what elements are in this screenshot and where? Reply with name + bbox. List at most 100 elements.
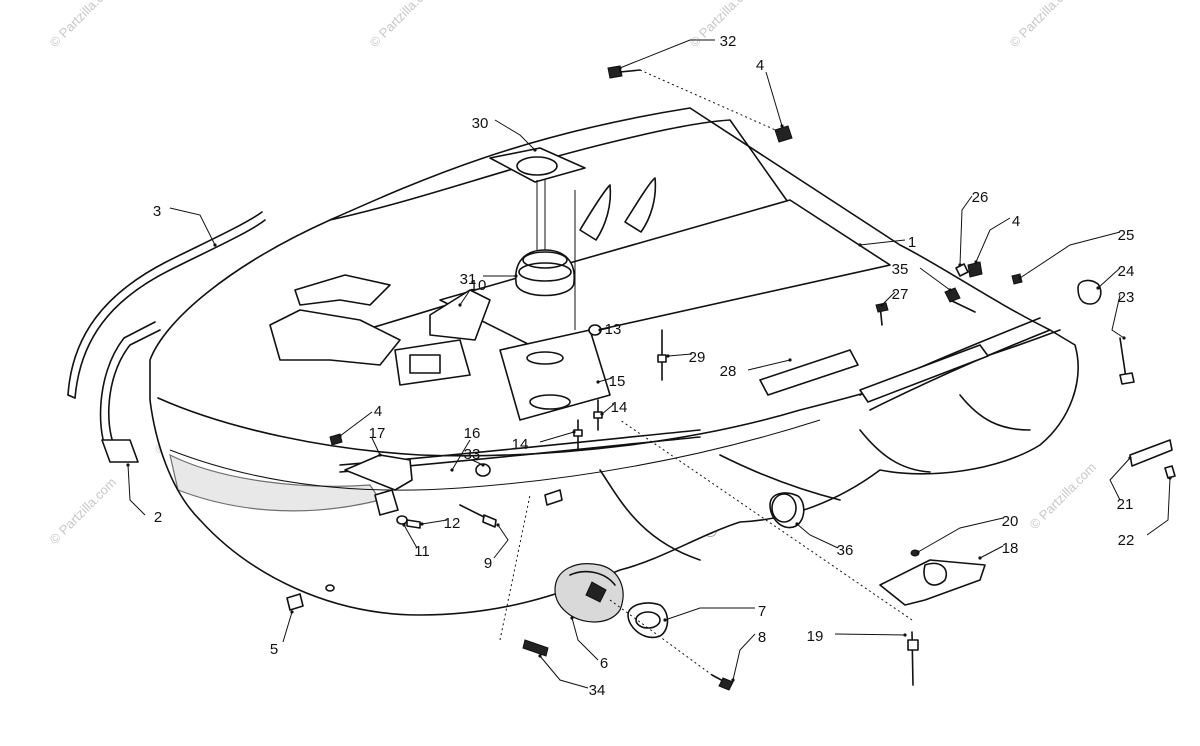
leader-line [1109,457,1131,501]
callout-c11: 11 [402,523,430,560]
callout-c13: 13 [598,321,621,338]
leader-line [493,524,509,559]
callout-c14b: 14 [512,430,576,453]
leader-dot [420,522,424,526]
gasket-plate [489,147,586,183]
callout-c5: 5 [270,610,294,658]
leader-line [664,607,755,621]
leader-line [1111,294,1125,339]
knob [1077,279,1102,305]
leader-dot [903,633,907,637]
leader-line [599,327,611,331]
nut [967,261,983,278]
callout-number: 24 [1118,263,1135,280]
callout-c4b: 4 [974,213,1020,264]
callout-c21: 21 [1109,456,1134,513]
leader-dot [780,124,784,128]
leader-line [834,633,906,636]
callout-c19: 19 [807,628,907,645]
callout-number: 5 [270,641,278,658]
callout-c15: 15 [596,373,625,390]
callout-number: 17 [369,425,386,442]
leader-dot [1122,336,1126,340]
callout-c4a: 4 [756,57,784,128]
leader-dot [514,274,518,278]
leader-line [169,207,216,246]
callout-number: 28 [720,363,737,380]
callout-number: 10 [470,277,487,294]
leader-line [451,439,471,471]
leader-line [765,71,783,127]
callout-c36: 36 [795,522,853,559]
leader-dot [916,550,920,554]
leader-line [539,431,575,443]
leader-dot [1018,276,1022,280]
callout-c34: 34 [538,654,605,699]
callout-number: 8 [758,629,766,646]
callout-number: 23 [1118,289,1135,306]
leader-dot [663,618,667,622]
leader-line [403,524,418,549]
leader-line [1097,267,1121,289]
trim-strip [74,219,266,399]
callout-number: 1 [908,234,916,251]
callout-c31: 31 [460,271,518,288]
leader-dot [618,66,622,70]
callout-c28: 28 [720,358,792,380]
leader-line [881,291,896,306]
leader-dot [533,148,537,152]
callout-number: 4 [756,57,764,74]
leader-dot [450,468,454,472]
reflector [1129,439,1173,467]
leader-dot [666,354,670,358]
callout-c25: 25 [1018,227,1134,280]
callout-c8: 8 [731,629,766,682]
callout-number: 20 [1002,513,1019,530]
leader-dot [378,453,382,457]
bracket [344,454,413,491]
leader-dot [126,463,130,467]
callout-c16: 16 [450,425,480,472]
callout-number: 15 [609,373,626,390]
leader-dot [213,243,217,247]
callout-c10: 10 [458,277,486,307]
callout-number: 34 [589,682,606,699]
screw [522,639,549,657]
leader-line [571,617,599,661]
callout-c17: 17 [369,425,386,457]
callout-c18: 18 [978,540,1018,560]
leader-dot [1128,456,1132,460]
leader-dot [788,358,792,362]
callout-number: 3 [153,203,161,220]
callout-number: 2 [154,509,162,526]
leader-line [601,403,615,415]
leader-line [619,39,715,69]
callout-number: 4 [1012,213,1020,230]
callout-number: 22 [1118,532,1135,549]
watermark: © Partzilla.com [1027,460,1100,533]
callout-number: 18 [1002,540,1019,557]
leader-dot [572,430,576,434]
leader-line [339,411,373,437]
callout-c27: 27 [880,286,908,307]
leader-dot [858,243,862,247]
nut [286,593,304,611]
leader-dot [570,616,574,620]
leader-line [732,633,756,681]
bottom-hardware [286,324,913,691]
leader-line [127,464,146,516]
leader-line [917,517,1004,553]
callout-number: 21 [1117,496,1134,513]
watermark: © Partzilla.com [47,0,120,50]
console-bracket [269,309,401,366]
callout-number: 14 [611,399,628,416]
leader-line [282,611,293,643]
leader-line [421,519,448,525]
leader-line [459,289,471,306]
callout-c20: 20 [916,513,1018,554]
callout-c30: 30 [472,115,537,152]
callout-number: 25 [1118,227,1135,244]
callout-c32: 32 [618,33,736,70]
leader-dot [1096,286,1100,290]
leader-line [747,359,791,371]
